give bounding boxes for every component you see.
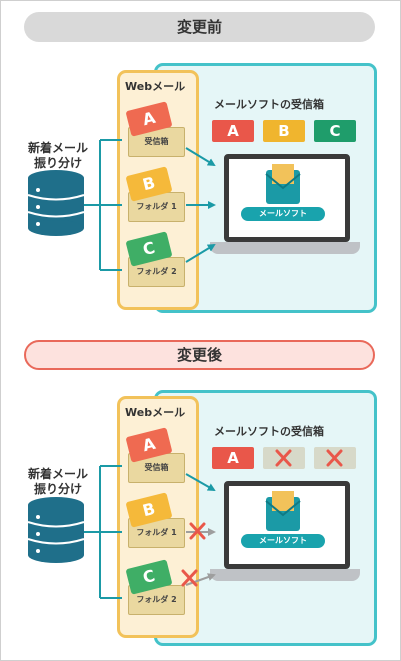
after-arrow-inbox: [185, 473, 216, 491]
after-folder-1: フォルダ 1: [128, 518, 185, 548]
before-laptop-base: [210, 242, 360, 254]
before-folder-inbox: 受信箱: [128, 127, 185, 157]
after-source-label: 新着メール振り分け: [27, 467, 88, 496]
before-inbox-badge-b: B: [263, 120, 305, 142]
before-arrow-inbox: [185, 147, 216, 167]
before-database-icon: [27, 170, 85, 236]
before-inbox-title: メールソフトの受信箱: [214, 98, 324, 111]
before-inbox-badge-c: C: [314, 120, 356, 142]
before-header: 変更前: [24, 12, 375, 42]
after-mail-icon: [265, 491, 301, 531]
before-laptop-screen: [224, 154, 350, 242]
before-webmail-title: Webメール: [125, 80, 186, 93]
before-source-label: 新着メール振り分け: [27, 141, 88, 170]
after-webmail-title: Webメール: [125, 406, 186, 419]
before-mail-icon: [265, 164, 301, 204]
after-header: 変更後: [24, 340, 375, 370]
after-arrow-folder-2-blocked: [185, 573, 216, 586]
after-branch-lines: [84, 465, 122, 599]
after-database-icon: [27, 497, 85, 563]
before-arrow-folder-2: [185, 243, 216, 263]
after-inbox-title: メールソフトの受信箱: [214, 425, 324, 438]
after-badge-b-cross-icon: [275, 449, 292, 467]
before-inbox-badge-a: A: [212, 120, 254, 142]
before-mail-software-label: メールソフト: [241, 207, 325, 221]
after-badge-c-cross-icon: [326, 449, 343, 467]
before-branch-lines: [84, 139, 122, 271]
after-inbox-badge-a: A: [212, 447, 254, 469]
after-cross-folder-1-icon: [189, 522, 206, 540]
after-laptop-base: [210, 569, 360, 581]
after-mail-software-label: メールソフト: [241, 534, 325, 548]
after-cross-folder-2-icon: [181, 569, 198, 587]
